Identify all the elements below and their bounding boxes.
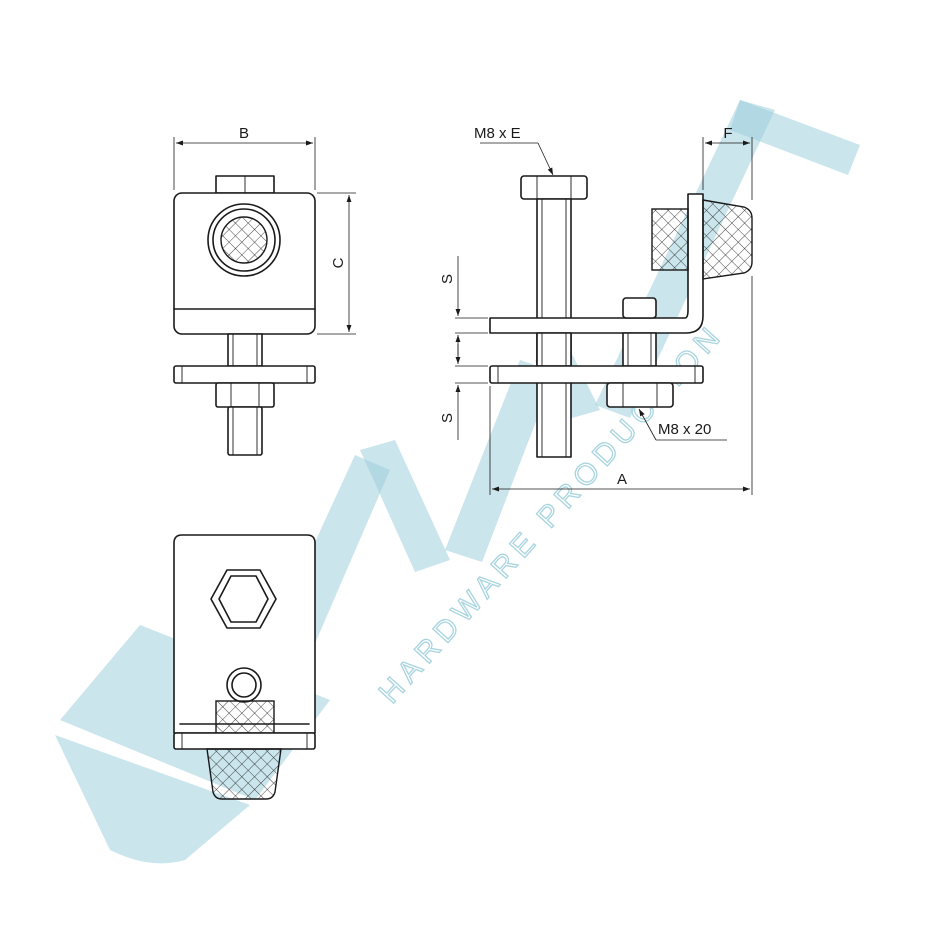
top-view (173, 534, 316, 800)
label-s-bottom: S (439, 413, 456, 423)
label-m8x20: M8 x 20 (658, 421, 711, 438)
dimension-s-upper: S (439, 256, 488, 356)
dimension-b: B (173, 125, 316, 190)
label-f: F (723, 125, 732, 142)
dimension-a: A (489, 276, 753, 495)
label-m8xe: M8 x E (474, 125, 521, 142)
label-b: B (239, 125, 249, 142)
side-view (489, 175, 753, 458)
dimension-c: C (317, 192, 356, 335)
dimension-f: F (702, 125, 753, 200)
front-view (173, 175, 316, 456)
label-c: C (330, 257, 347, 268)
dimension-s-lower: S (439, 344, 488, 440)
label-s-top: S (439, 274, 456, 284)
leader-m8x20: M8 x 20 (638, 408, 727, 441)
label-a: A (617, 471, 627, 488)
leader-m8xe: M8 x E (474, 125, 554, 176)
